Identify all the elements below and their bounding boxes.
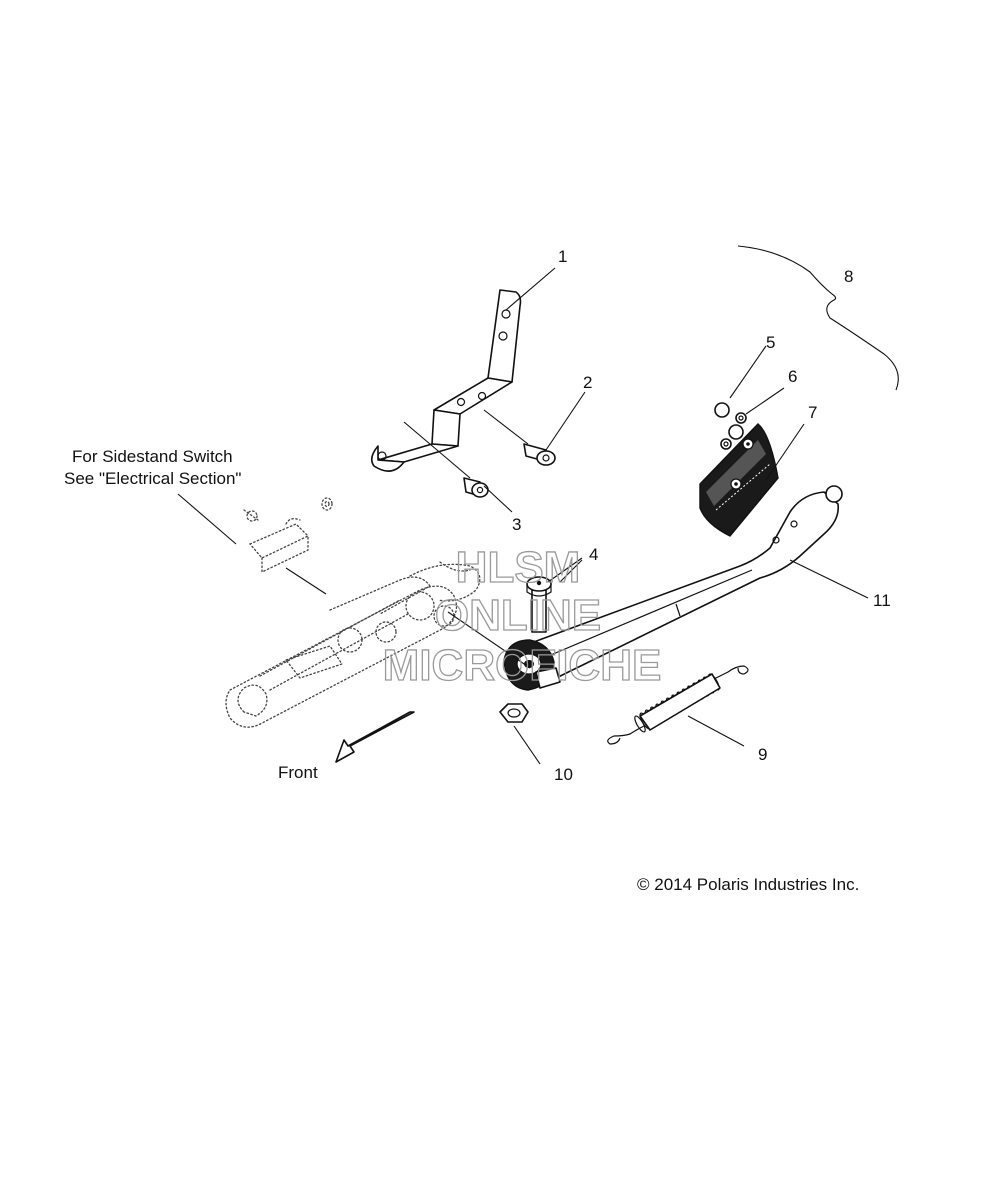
callout-5: 5 bbox=[766, 333, 775, 352]
callout-3: 3 bbox=[512, 515, 521, 534]
washer-part-6 bbox=[720, 412, 747, 450]
group-brace-8 bbox=[737, 245, 899, 391]
bolt-part-2 bbox=[523, 443, 556, 466]
callout-8: 8 bbox=[844, 267, 853, 286]
watermark: HLSM ONLINE MICROFICHE bbox=[382, 542, 662, 690]
spring-part-9 bbox=[607, 665, 749, 745]
cap-part-5 bbox=[714, 402, 744, 440]
watermark-line-3: MICROFICHE bbox=[383, 641, 662, 690]
callout-1: 1 bbox=[558, 247, 567, 266]
front-arrow-icon bbox=[335, 711, 415, 763]
watermark-line-2: ONLINE bbox=[435, 591, 601, 640]
sidestand-note-line-2: See "Electrical Section" bbox=[64, 469, 241, 488]
sidestand-note-line-1: For Sidestand Switch bbox=[72, 447, 233, 466]
callout-11: 11 bbox=[873, 591, 891, 610]
watermark-line-1: HLSM bbox=[456, 543, 581, 592]
bracket-part-1 bbox=[370, 289, 522, 472]
reference-assembly-dotted bbox=[225, 497, 481, 728]
callout-10: 10 bbox=[554, 765, 573, 784]
callout-4: 4 bbox=[589, 545, 598, 564]
callout-6: 6 bbox=[788, 367, 797, 386]
copyright-text: © 2014 Polaris Industries Inc. bbox=[637, 875, 859, 894]
nut-part-10 bbox=[499, 703, 529, 723]
leader-lines bbox=[177, 267, 869, 765]
callout-labels: 1 2 3 4 5 6 7 8 9 10 11 bbox=[512, 247, 891, 784]
callout-9: 9 bbox=[758, 745, 767, 764]
pad-part-7 bbox=[699, 423, 779, 537]
callout-2: 2 bbox=[583, 373, 592, 392]
pivot-bolt-part-4 bbox=[526, 576, 552, 633]
callout-7: 7 bbox=[808, 403, 817, 422]
bolt-part-3 bbox=[463, 477, 489, 498]
front-label: Front bbox=[278, 763, 318, 782]
kickstand-part-11 bbox=[503, 485, 843, 691]
